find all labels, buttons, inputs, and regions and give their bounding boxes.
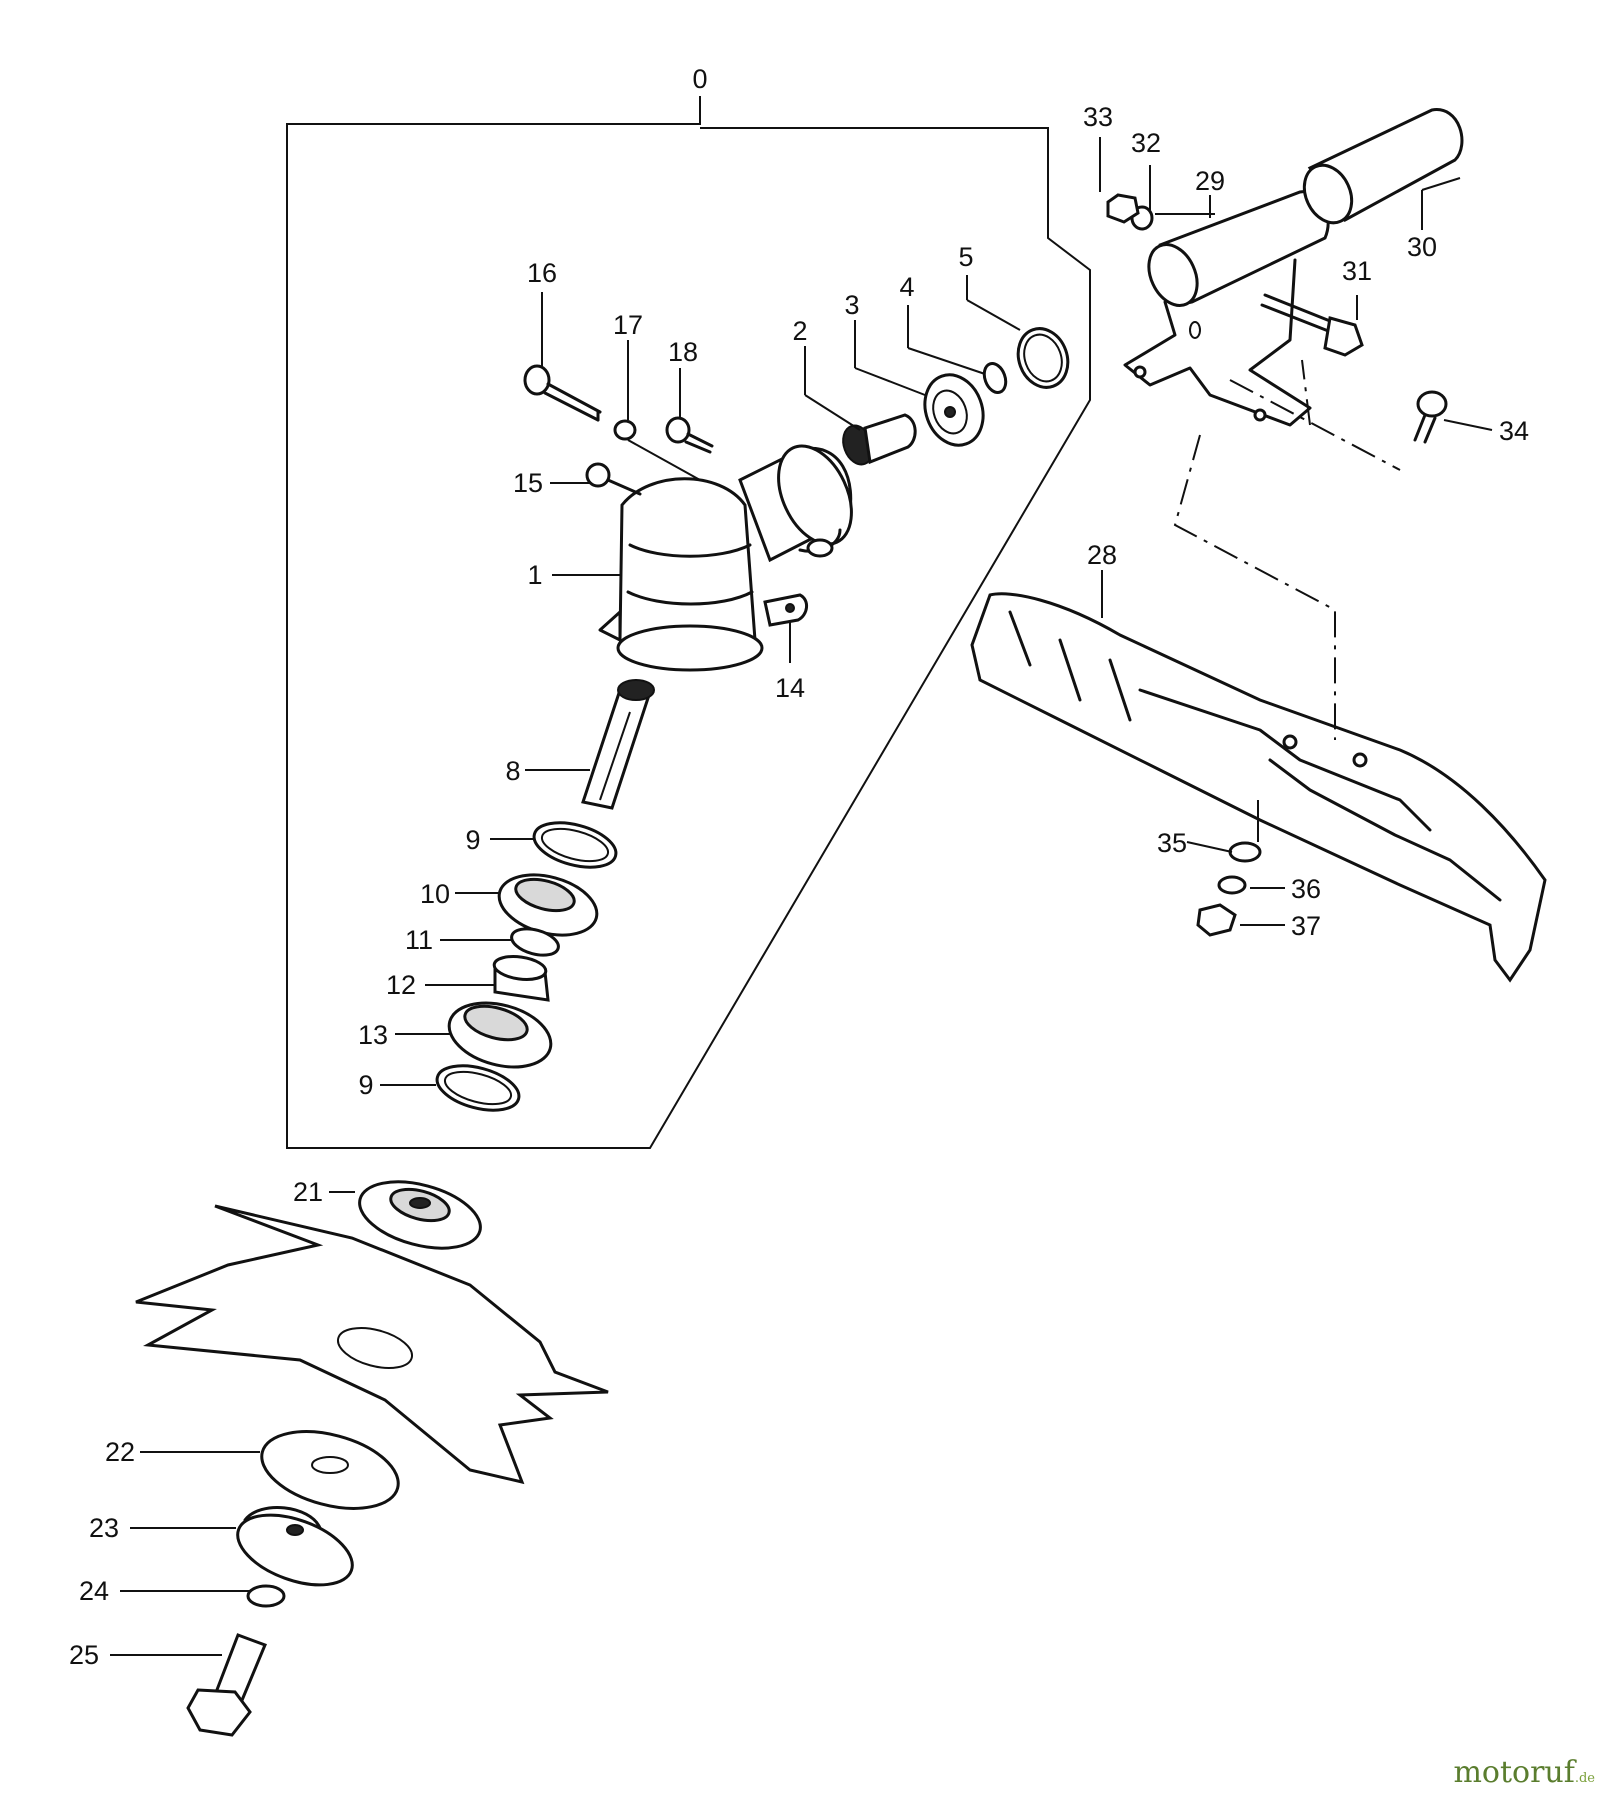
callout-36: 36 [1291,874,1321,904]
callout-33: 33 [1083,102,1113,132]
shaft-8 [581,679,655,810]
callout-8: 8 [505,756,520,786]
callout-4: 4 [899,272,914,302]
watermark-suffix: .de [1574,1771,1595,1786]
callout-13: 13 [358,1020,388,1050]
callout-10: 10 [420,879,450,909]
callout-23: 23 [89,1513,119,1543]
washer-22 [260,1430,400,1510]
washer-35 [1228,841,1262,863]
bolt-31 [1260,293,1364,357]
watermark-brand: motoruf [1453,1755,1575,1790]
callout-22: 22 [105,1437,135,1467]
leader-lines [110,96,1493,1656]
bolt-34 [1413,390,1448,444]
circlip-9-lower [435,1064,521,1112]
bracket-tab [763,593,808,627]
callout-31: 31 [1342,256,1372,286]
callout-32: 32 [1131,128,1161,158]
bolt-16 [523,364,602,422]
collar-12 [492,955,550,1002]
callout-17: 17 [613,310,643,340]
nut-37 [1196,903,1237,937]
circlip-9-upper [532,821,618,869]
callout-37: 37 [1291,911,1321,941]
bearing-3 [923,373,985,447]
callout-labels: 0 1 2 3 4 5 8 9 9 10 11 12 13 14 15 16 1… [69,64,1529,1670]
callout-2: 2 [792,316,807,346]
callout-29: 29 [1195,166,1225,196]
screw-15 [585,462,642,496]
callout-28: 28 [1087,540,1117,570]
callout-14: 14 [775,673,805,703]
blade [135,1204,609,1485]
callout-15: 15 [513,468,543,498]
sleeve-30 [1302,108,1464,225]
callout-30: 30 [1407,232,1437,262]
callout-21: 21 [293,1177,323,1207]
assembly-lines [1173,359,1401,740]
callout-35: 35 [1157,828,1187,858]
guard-28 [970,592,1547,983]
bevel-gear-2 [842,413,917,466]
callout-34: 34 [1499,416,1529,446]
callout-25: 25 [69,1640,99,1670]
gear-case [598,444,853,672]
callout-11: 11 [405,925,433,955]
callout-12: 12 [386,970,416,1000]
spacer-11 [510,927,560,957]
cup-23 [236,1506,354,1587]
clamp-29 [1123,190,1330,427]
bearing-13 [447,1001,553,1069]
bolt-25 [186,1633,267,1737]
clip-36 [1217,875,1247,895]
callout-9-lower: 9 [358,1070,373,1100]
callout-1: 1 [527,560,542,590]
callout-0: 0 [692,64,707,94]
callout-16: 16 [527,258,557,288]
holder-21 [358,1180,482,1250]
assembly-outline [286,110,1091,1149]
callout-24: 24 [79,1576,109,1606]
callout-9-upper: 9 [465,825,480,855]
callout-3: 3 [844,290,859,320]
screw-18 [665,416,714,454]
callout-5: 5 [958,242,973,272]
retaining-ring-4 [982,361,1008,395]
nut-24 [246,1584,286,1608]
washer-17 [613,419,637,441]
callout-18: 18 [668,337,698,367]
watermark-logo: motoruf.de [1453,1755,1595,1790]
circlip-5 [1016,327,1070,389]
nut-33 [1106,193,1140,224]
